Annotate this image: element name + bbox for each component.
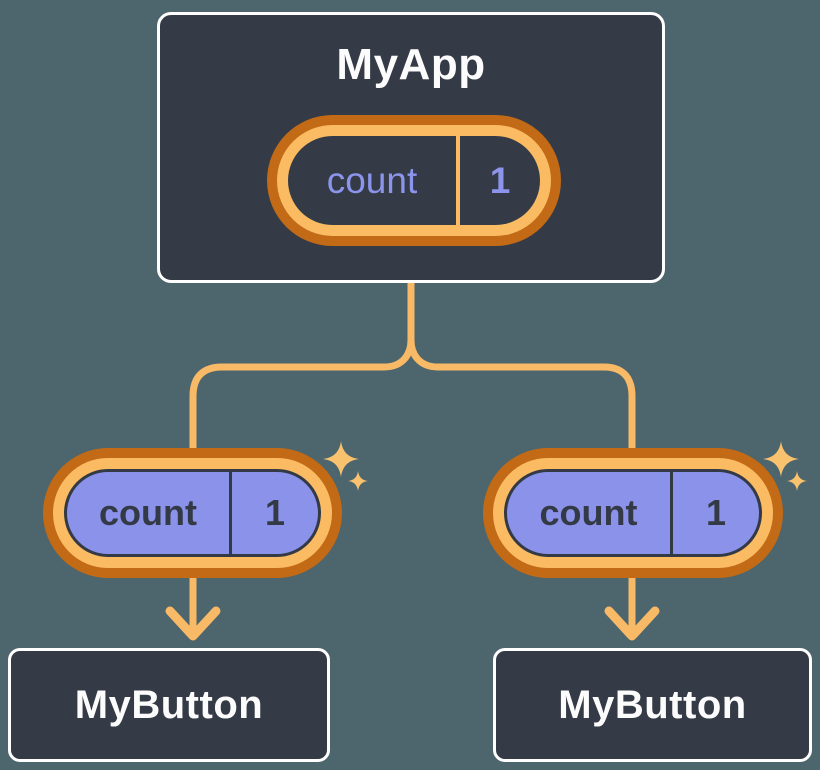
state-pill-ring: count 1 [277, 125, 551, 236]
prop-value: 1 [264, 492, 286, 533]
prop-value: 1 [705, 492, 727, 533]
prop-pill-core: count 1 [64, 469, 321, 557]
pill-divider [456, 136, 460, 225]
prop-name-label: count [99, 492, 197, 533]
component-title: MyButton [74, 682, 264, 727]
pill-divider [670, 472, 673, 554]
component-node-myapp: MyApp count 1 [157, 12, 665, 283]
component-title: MyButton [558, 682, 747, 727]
prop-pill-ring: count 1 [53, 458, 332, 568]
prop-pill-left: count 1 [43, 448, 342, 578]
pill-divider [229, 472, 232, 554]
prop-pill-core: count 1 [504, 469, 762, 557]
prop-pill-ring: count 1 [493, 458, 773, 568]
sparkle-icon [323, 441, 359, 477]
sparkle-icon [763, 441, 799, 477]
component-node-mybutton-left: MyButton [8, 648, 330, 762]
prop-pill-right: count 1 [483, 448, 783, 578]
arrow-down-icon [165, 606, 221, 641]
state-pill-core: count 1 [288, 136, 540, 225]
sparkle-icon [787, 471, 807, 491]
component-node-mybutton-right: MyButton [493, 648, 812, 762]
prop-name-label: count [539, 492, 638, 533]
state-pill: count 1 [267, 115, 561, 246]
component-title: MyApp [336, 40, 486, 89]
state-name-label: count [326, 160, 418, 201]
fork-connector [189, 279, 636, 634]
arrow-down-icon [604, 606, 660, 641]
sparkle-icon [348, 471, 368, 491]
state-value: 1 [489, 160, 511, 201]
